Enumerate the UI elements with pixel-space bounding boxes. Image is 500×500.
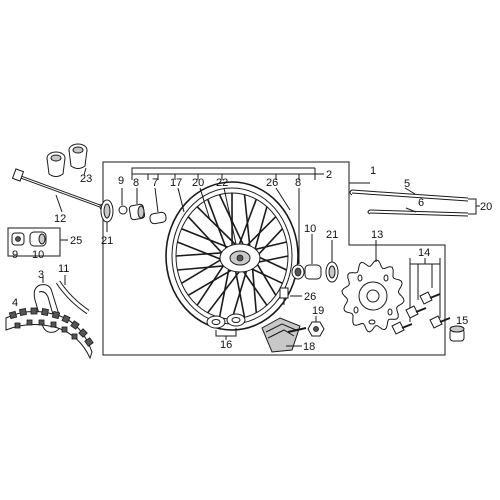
spoke <box>252 206 268 256</box>
callout-18: 18 <box>303 341 315 353</box>
cups-part <box>46 143 88 177</box>
spoke <box>243 216 277 249</box>
callout-9-kit: 9 <box>12 249 18 261</box>
brake-disc-part <box>341 259 405 333</box>
callout-22: 22 <box>216 177 228 189</box>
callout-12: 12 <box>54 213 66 225</box>
callout-14: 14 <box>418 247 430 259</box>
callout-19: 19 <box>312 305 324 317</box>
left-hub-parts <box>100 199 167 232</box>
spoke-pieces <box>349 187 480 217</box>
wheel-spokes <box>175 192 289 320</box>
spoke <box>181 255 227 284</box>
spoke <box>237 198 258 249</box>
callout-15: 15 <box>456 315 468 327</box>
callout-11: 11 <box>58 263 69 275</box>
callout-9-top: 9 <box>118 175 124 187</box>
callout-10-right: 10 <box>304 223 316 235</box>
callout-23: 23 <box>80 173 92 185</box>
callout-25: 25 <box>70 235 82 247</box>
spoke <box>251 262 258 313</box>
callout-8-left: 8 <box>133 177 139 189</box>
callout-5: 5 <box>404 178 410 190</box>
wheel-assembly <box>165 181 299 331</box>
callout-17: 17 <box>170 177 182 189</box>
bracket-2 <box>131 167 324 180</box>
cap-part <box>449 325 465 342</box>
spoke <box>177 241 228 263</box>
callout-labels: 1 2 3 4 5 6 7 8 8 9 9 10 10 11 12 13 14 … <box>12 165 492 353</box>
kit-25 <box>7 227 68 257</box>
spoke <box>206 198 229 254</box>
washers-part <box>206 313 246 340</box>
spoke <box>187 266 237 296</box>
callout-21-left: 21 <box>101 235 113 247</box>
callout-13: 13 <box>371 229 383 241</box>
tire-part <box>5 307 94 360</box>
callout-8-right: 8 <box>295 177 301 189</box>
leader-lines <box>121 187 377 322</box>
spoke <box>207 267 243 314</box>
callout-4: 4 <box>12 297 18 309</box>
spoke <box>196 260 228 306</box>
callout-20-right: 20 <box>480 201 492 213</box>
spoke <box>231 266 249 320</box>
callout-7: 7 <box>152 177 158 189</box>
callout-2: 2 <box>326 169 332 181</box>
callout-1: 1 <box>370 165 376 177</box>
right-hub-parts <box>291 261 339 283</box>
spoke <box>177 264 231 271</box>
nut-part <box>307 321 325 337</box>
rim-tape-part <box>55 275 90 315</box>
nipple-part <box>279 287 302 305</box>
spoke <box>187 216 227 258</box>
callout-6: 6 <box>418 197 424 209</box>
callout-26-top: 26 <box>266 177 278 189</box>
spoke <box>175 251 229 257</box>
bolts-part <box>391 258 451 335</box>
assembly-frame <box>102 161 446 356</box>
callout-10-kit: 10 <box>32 249 44 261</box>
callout-20-wheel: 20 <box>192 177 204 189</box>
callout-26-bottom: 26 <box>304 291 316 303</box>
carrier-part <box>261 317 307 353</box>
callout-16: 16 <box>220 339 232 351</box>
callout-3: 3 <box>38 269 44 281</box>
callout-21-right: 21 <box>326 229 338 241</box>
